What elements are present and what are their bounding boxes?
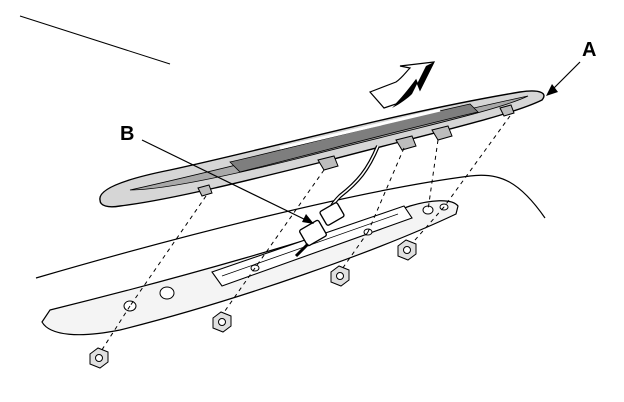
- nut-icon: [330, 265, 350, 287]
- rear-window-edge-line: [35, 174, 546, 279]
- brake-light-highlight: [279, 108, 441, 150]
- callout-a-leader: [549, 61, 581, 93]
- housing-tab: [395, 135, 417, 151]
- glass-edge-line: [19, 15, 171, 65]
- housing-tab: [499, 104, 515, 117]
- panel-slot: [211, 205, 413, 287]
- callout-b-leader: [141, 139, 311, 223]
- callout-label-b: B: [120, 123, 135, 145]
- callout-b-arrowhead: [302, 214, 314, 224]
- housing-tab: [431, 125, 453, 141]
- panel-hole: [159, 286, 175, 300]
- connector-lead: [294, 242, 310, 258]
- brake-light-reflector: [229, 103, 479, 173]
- nut-icon: [212, 311, 232, 333]
- removal-direction-arrow-shade: [392, 62, 434, 108]
- connector-upper: [319, 202, 345, 226]
- housing-tab: [317, 155, 339, 171]
- alignment-lines: [97, 115, 511, 357]
- nut-icon: [397, 239, 417, 261]
- callout-label-a: A: [582, 39, 597, 61]
- callout-a-arrowhead: [546, 84, 558, 96]
- connector-lower: [299, 219, 327, 247]
- housing-tab: [197, 184, 213, 197]
- nut-icon: [89, 347, 109, 369]
- panel-hole: [422, 205, 434, 215]
